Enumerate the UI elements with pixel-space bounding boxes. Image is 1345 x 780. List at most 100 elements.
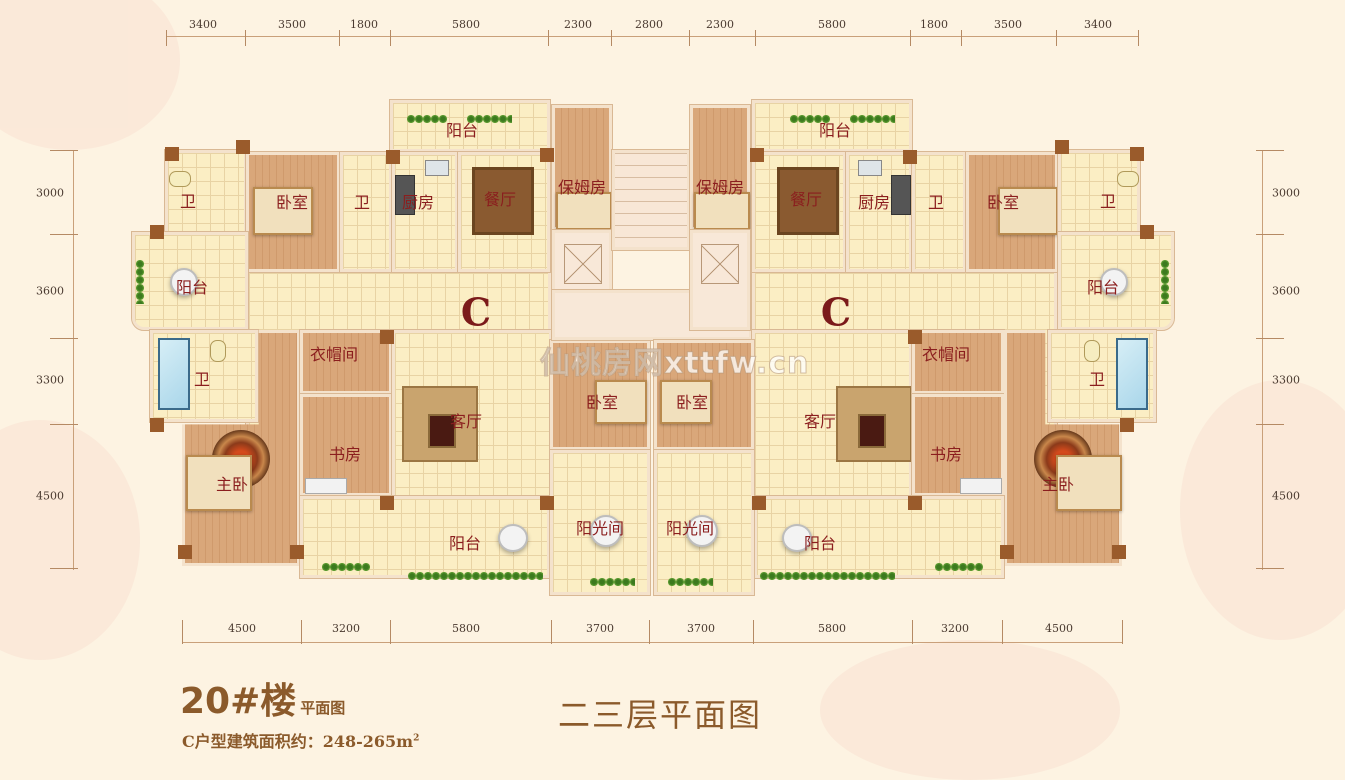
right-dim-label: 3000	[1272, 186, 1300, 200]
room-label-balcony: 阳台	[1086, 278, 1120, 297]
structural-column	[752, 496, 766, 510]
structural-column	[750, 148, 764, 162]
structural-column	[1130, 147, 1144, 161]
bed-icon	[1056, 455, 1122, 511]
room-label-bedroom: 卧室	[675, 393, 709, 412]
top-dim-label: 2800	[635, 18, 663, 31]
room-label-bath: 卫	[179, 192, 197, 211]
right-dim-label: 3600	[1272, 284, 1300, 298]
room-label-balcony: 阳台	[175, 278, 209, 297]
patio-table-icon	[170, 268, 198, 296]
background-ornament	[0, 0, 180, 150]
elevator-icon	[701, 244, 739, 284]
right-bath-2	[911, 151, 967, 273]
room-label-balcony: 阳台	[803, 534, 837, 553]
room-label-nanny-room: 保姆房	[557, 178, 607, 197]
plant-planter	[790, 115, 830, 123]
bed-icon	[660, 380, 712, 424]
top-dim-label: 3400	[1084, 18, 1112, 31]
left-dim-label: 4500	[36, 489, 64, 503]
structural-column	[1000, 545, 1014, 559]
plant-planter	[760, 572, 895, 580]
plant-planter	[668, 578, 713, 586]
room-label-bedroom: 卧室	[986, 193, 1020, 212]
background-ornament	[0, 420, 140, 660]
room-label-balcony: 阳台	[448, 534, 482, 553]
plant-planter	[850, 115, 895, 123]
structural-column	[236, 140, 250, 154]
room-label-bath: 卫	[193, 370, 211, 389]
bathtub-icon	[1116, 338, 1148, 410]
left-bath-2	[339, 151, 393, 273]
bottom-dim-label: 3200	[941, 622, 969, 635]
top-dim-label: 3500	[278, 18, 306, 31]
right-dim-label: 4500	[1272, 489, 1300, 503]
coffee-table-icon	[428, 414, 456, 448]
room-label-bedroom: 卧室	[275, 193, 309, 212]
watermark: 仙桃房网xttfw.cn	[539, 346, 810, 382]
top-dim-label: 5800	[818, 18, 846, 31]
top-dim-label: 5800	[452, 18, 480, 31]
patio-table-icon	[1100, 268, 1128, 296]
bed-icon	[556, 192, 612, 230]
structural-column	[386, 150, 400, 164]
bathtub-icon	[158, 338, 190, 410]
left-cloakroom	[299, 329, 393, 395]
room-label-cloakroom: 衣帽间	[309, 345, 359, 364]
room-label-bedroom: 卧室	[585, 393, 619, 412]
room-label-master-bedroom: 主卧	[215, 475, 249, 494]
plant-planter	[935, 563, 983, 571]
dining-table-icon	[472, 167, 534, 235]
structural-column	[150, 418, 164, 432]
structural-column	[380, 496, 394, 510]
background-ornament	[820, 640, 1120, 780]
structural-column	[380, 330, 394, 344]
top-dim-label: 3400	[189, 18, 217, 31]
area-description: C户型建筑面积约：248-265m2	[182, 728, 419, 752]
structural-column	[1140, 225, 1154, 239]
room-label-dining: 餐厅	[789, 190, 823, 209]
right-balcony-top	[751, 99, 913, 153]
left-balcony-top	[389, 99, 551, 153]
room-label-living-room: 客厅	[803, 412, 837, 431]
sink-icon	[858, 160, 882, 176]
structural-column	[908, 496, 922, 510]
sink-icon	[425, 160, 449, 176]
plant-planter	[590, 578, 635, 586]
bottom-dim-label: 3200	[332, 622, 360, 635]
room-label-bath: 卫	[353, 193, 371, 212]
left-dim-label: 3300	[36, 373, 64, 387]
building-title-suffix: 平面图	[300, 699, 346, 717]
bottom-dim-label: 3700	[586, 622, 614, 635]
bottom-dim-label: 3700	[687, 622, 715, 635]
elevator-icon	[564, 244, 602, 284]
room-label-study: 书房	[328, 445, 362, 464]
plant-planter	[408, 572, 543, 580]
central-stairwell	[611, 149, 691, 251]
plant-planter	[467, 115, 512, 123]
bed-icon	[186, 455, 252, 511]
area-unit-superscript: 2	[413, 733, 420, 744]
floor-title: 二三层平面图	[558, 696, 763, 734]
left-balcony-bottom	[299, 495, 551, 579]
structural-column	[903, 150, 917, 164]
top-dim-label: 2300	[564, 18, 592, 31]
room-label-balcony: 阳台	[818, 121, 852, 140]
bed-icon	[595, 380, 647, 424]
bed-icon	[694, 192, 750, 230]
structural-column	[908, 330, 922, 344]
room-label-living-room: 客厅	[449, 412, 483, 431]
coffee-table-icon	[858, 414, 886, 448]
right-cloakroom	[911, 329, 1005, 395]
stove-icon	[891, 175, 911, 215]
patio-table-icon	[590, 515, 622, 547]
room-label-kitchen: 厨房	[857, 193, 891, 212]
structural-column	[290, 545, 304, 559]
room-label-bath: 卫	[1099, 192, 1117, 211]
top-dim-label: 2300	[706, 18, 734, 31]
bottom-dim-label: 5800	[452, 622, 480, 635]
unit-type-letter: C	[820, 289, 852, 335]
room-label-balcony: 阳台	[445, 121, 479, 140]
plant-planter	[136, 260, 144, 304]
desk-icon	[960, 478, 1002, 494]
